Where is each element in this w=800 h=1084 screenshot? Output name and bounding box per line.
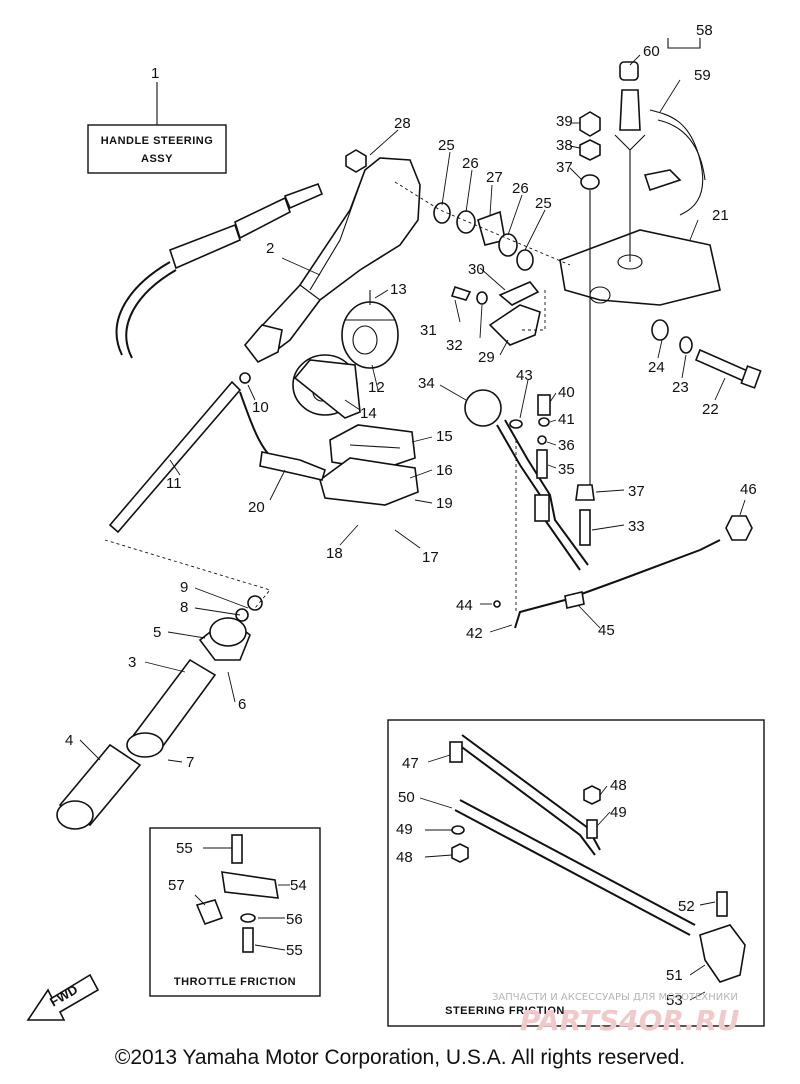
part-52-label: 52 — [678, 898, 695, 915]
part-54-label: 54 — [290, 877, 307, 894]
copyright-notice: ©2013 Yamaha Motor Corporation, U.S.A. A… — [114, 1046, 686, 1069]
part-18-label: 18 — [326, 545, 343, 562]
svg-text:HANDLE STEERING: HANDLE STEERING — [101, 135, 214, 147]
part-59-label: 59 — [694, 67, 711, 84]
part-30-label: 30 — [468, 261, 485, 278]
steering-friction-box: STEERING FRICTION — [387, 719, 765, 1027]
grip-assembly — [56, 595, 263, 830]
part-34-label: 34 — [418, 375, 435, 392]
part-22-label: 22 — [702, 401, 719, 418]
part-26a-label: 26 — [462, 155, 479, 172]
part-15-label: 15 — [436, 428, 453, 445]
part-55a-label: 55 — [176, 840, 193, 857]
upper-cable — [115, 182, 324, 359]
part-6-label: 6 — [238, 696, 246, 713]
throttle-rod — [108, 372, 251, 534]
shift-rod — [493, 515, 753, 629]
pivot-bolt — [651, 319, 762, 389]
part-55b-label: 55 — [286, 942, 303, 959]
part-46-label: 46 — [740, 481, 757, 498]
part-16-label: 16 — [436, 462, 453, 479]
part-28-label: 28 — [394, 115, 411, 132]
part-60-label: 60 — [643, 43, 660, 60]
part-27-label: 27 — [486, 169, 503, 186]
kill-switch — [579, 38, 706, 485]
part-40-label: 40 — [558, 384, 575, 401]
part-31-label: 31 — [420, 322, 437, 339]
part-4-label: 4 — [65, 732, 73, 749]
part-21-label: 21 — [712, 207, 729, 224]
svg-text:ASSY: ASSY — [141, 153, 173, 165]
part-32-label: 32 — [446, 337, 463, 354]
part-41-label: 41 — [558, 411, 575, 428]
part-37b-label: 37 — [628, 483, 645, 500]
part-17-label: 17 — [422, 549, 439, 566]
watermark: ЗАПЧАСТИ И АКСЕССУАРЫ ДЛЯ МОТОТЕХНИКИ PA… — [492, 992, 740, 1037]
part-23-label: 23 — [672, 379, 689, 396]
throttle-friction-box: THROTTLE FRICTION — [149, 827, 321, 997]
part-14-label: 14 — [360, 405, 377, 422]
callout-lines — [79, 54, 746, 1001]
part-7-label: 7 — [186, 754, 194, 771]
fwd-arrow-icon: FWD — [26, 973, 100, 1021]
part-20-label: 20 — [248, 499, 265, 516]
lower-cable — [239, 391, 326, 481]
part-56-label: 56 — [286, 911, 303, 928]
part-50-label: 50 — [398, 789, 415, 806]
part-58-label: 58 — [696, 22, 713, 39]
part-8-label: 8 — [180, 599, 188, 616]
svg-text:THROTTLE FRICTION: THROTTLE FRICTION — [174, 976, 296, 988]
svg-text:PARTS4OR.RU: PARTS4OR.RU — [520, 1004, 740, 1037]
shift-lever — [464, 389, 595, 571]
part-47-label: 47 — [402, 755, 419, 772]
part-49b-label: 49 — [396, 821, 413, 838]
part-1-label: 1 — [151, 65, 159, 82]
washer-stack — [345, 149, 534, 271]
part-48a-label: 48 — [610, 777, 627, 794]
part-48b-label: 48 — [396, 849, 413, 866]
part-37a-label: 37 — [556, 159, 573, 176]
part-19-label: 19 — [436, 495, 453, 512]
part-2-label: 2 — [266, 240, 274, 257]
part-35-label: 35 — [558, 461, 575, 478]
part-3-label: 3 — [128, 654, 136, 671]
part-53-label: 53 — [666, 992, 683, 1009]
svg-text:STEERING FRICTION: STEERING FRICTION — [445, 1005, 565, 1017]
part-57-label: 57 — [168, 877, 185, 894]
throttle-plates — [319, 424, 419, 506]
part-45-label: 45 — [598, 622, 615, 639]
part-51-label: 51 — [666, 967, 683, 984]
part-11-label: 11 — [166, 475, 182, 492]
part-49a-label: 49 — [610, 804, 627, 821]
steering-bracket — [559, 229, 721, 306]
part-9-label: 9 — [180, 579, 188, 596]
part-25b-label: 25 — [535, 195, 552, 212]
part-43-label: 43 — [516, 367, 533, 384]
part-5-label: 5 — [153, 624, 161, 641]
handle-steering-assy-label: HANDLE STEERING ASSY — [87, 82, 227, 174]
stopper-bracket — [450, 281, 541, 346]
svg-text:ЗАПЧАСТИ И АКСЕССУАРЫ ДЛЯ МОТО: ЗАПЧАСТИ И АКСЕССУАРЫ ДЛЯ МОТОТЕХНИКИ — [492, 992, 738, 1003]
part-24-label: 24 — [648, 359, 665, 376]
tiller-arm — [243, 157, 421, 364]
part-number-labels: 1 2 3 4 5 6 7 8 9 10 11 12 13 14 15 16 1… — [65, 22, 757, 1009]
throttle-gears — [292, 290, 399, 419]
part-38-label: 38 — [556, 137, 573, 154]
part-12-label: 12 — [368, 379, 385, 396]
part-13-label: 13 — [390, 281, 407, 298]
leader-lines — [104, 181, 571, 612]
part-36-label: 36 — [558, 437, 575, 454]
part-25a-label: 25 — [438, 137, 455, 154]
part-26b-label: 26 — [512, 180, 529, 197]
part-44-label: 44 — [456, 597, 473, 614]
part-33-label: 33 — [628, 518, 645, 535]
part-29-label: 29 — [478, 349, 495, 366]
part-10-label: 10 — [252, 399, 269, 416]
part-42-label: 42 — [466, 625, 483, 642]
part-39-label: 39 — [556, 113, 573, 130]
